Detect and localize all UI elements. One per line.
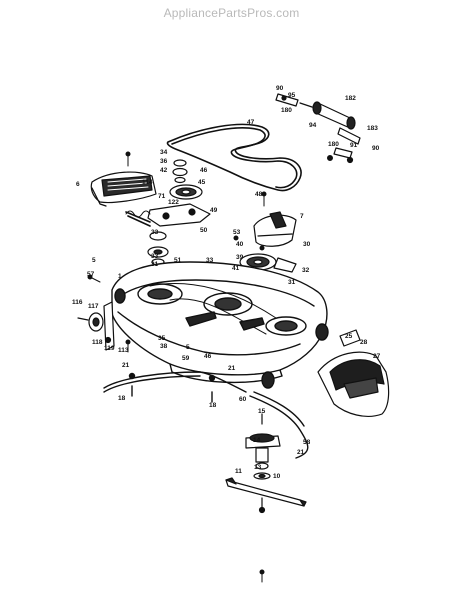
part-label-9: 9 (260, 508, 264, 515)
idler-roller-assembly (275, 93, 361, 164)
part-label-32: 32 (302, 267, 310, 274)
left-gauge-wheel-assembly (77, 301, 115, 351)
part-label-7: 7 (300, 213, 304, 220)
part-label-10: 10 (273, 473, 281, 480)
rear-link-rod (249, 391, 309, 459)
part-label-118: 118 (92, 339, 103, 346)
part-label-36: 36 (160, 158, 168, 165)
part-label-5: 5 (92, 257, 96, 264)
mower-blade (225, 477, 307, 514)
part-label-6: 6 (76, 181, 80, 188)
part-label-90: 90 (276, 85, 284, 92)
front-link-rod (103, 371, 247, 403)
part-label-47: 47 (247, 119, 255, 126)
part-label-18: 18 (209, 402, 217, 409)
part-label-15: 15 (258, 408, 266, 415)
part-label-31: 31 (288, 279, 296, 286)
part-label-45: 45 (198, 179, 206, 186)
part-label-33: 33 (151, 253, 159, 260)
part-label-30: 30 (303, 241, 311, 248)
part-label-31: 31 (151, 261, 159, 268)
part-label-183: 183 (367, 125, 378, 132)
drive-belt (166, 123, 302, 192)
part-label-59: 59 (182, 355, 190, 362)
part-label-117: 117 (88, 303, 99, 310)
part-label-46: 46 (204, 353, 212, 360)
part-label-50: 50 (200, 227, 208, 234)
discharge-chute (317, 329, 390, 417)
spindle-stack-upper (169, 159, 203, 200)
part-label-51: 51 (174, 257, 182, 264)
part-label-114: 114 (142, 179, 153, 186)
part-label-122: 122 (168, 199, 179, 206)
part-label-39: 39 (236, 254, 244, 261)
part-label-57: 57 (87, 271, 95, 278)
part-label-119: 119 (104, 345, 115, 352)
belt-guard-left (90, 171, 157, 207)
part-label-116: 116 (72, 299, 83, 306)
part-label-21: 21 (122, 362, 130, 369)
part-label-14: 14 (253, 437, 261, 444)
blade-spindle (245, 413, 281, 480)
part-label-38: 38 (160, 343, 168, 350)
part-label-33: 33 (151, 229, 159, 236)
idler-bracket (125, 203, 211, 227)
part-label-25: 25 (345, 333, 353, 340)
hardware-bolts (87, 151, 333, 583)
part-label-28: 28 (360, 339, 368, 346)
part-label-34: 34 (160, 149, 168, 156)
part-label-58: 58 (303, 439, 311, 446)
watermark: AppliancePartsPros.com (163, 6, 300, 20)
part-label-180: 180 (328, 141, 339, 148)
part-label-27: 27 (373, 353, 381, 360)
part-label-1: 1 (118, 273, 122, 280)
part-label-71: 71 (158, 193, 166, 200)
part-label-41: 41 (232, 265, 240, 272)
part-label-180: 180 (281, 107, 292, 114)
part-label-35: 35 (158, 335, 166, 342)
part-label-95: 95 (288, 92, 296, 99)
part-label-60: 60 (239, 396, 247, 403)
part-label-182: 182 (345, 95, 356, 102)
part-label-21: 21 (228, 365, 236, 372)
part-label-90: 90 (372, 145, 380, 152)
part-label-48: 48 (255, 191, 263, 198)
part-label-94: 94 (309, 122, 317, 129)
belt-cover-right (253, 211, 297, 247)
part-label-42: 42 (160, 167, 168, 174)
part-label-40: 40 (236, 241, 244, 248)
mower-deck (111, 261, 329, 389)
part-label-13: 13 (254, 464, 262, 471)
part-label-18: 18 (118, 395, 126, 402)
part-label-91: 91 (350, 142, 358, 149)
part-label-5: 5 (186, 344, 190, 351)
part-label-53: 53 (233, 229, 241, 236)
part-label-113: 113 (118, 347, 129, 354)
part-label-33: 33 (206, 257, 214, 264)
part-label-49: 49 (210, 207, 218, 214)
part-label-46: 46 (200, 167, 208, 174)
part-label-21: 21 (297, 449, 305, 456)
left-idler-pulley (147, 231, 169, 266)
part-label-11: 11 (235, 468, 242, 475)
